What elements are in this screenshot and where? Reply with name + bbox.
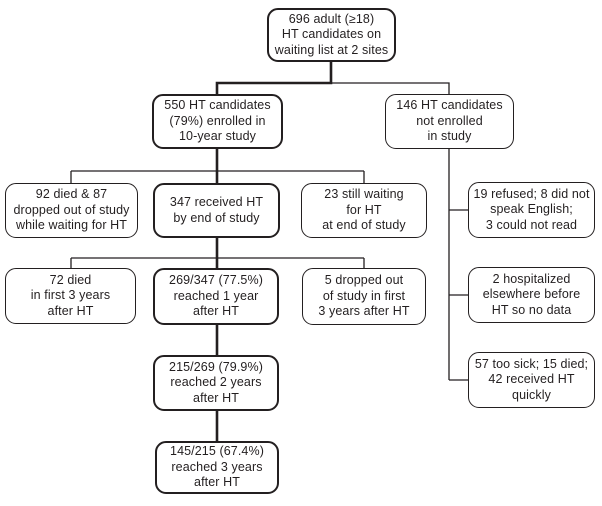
node-too-sick: 57 too sick; 15 died; 42 received HT qui… <box>468 352 595 408</box>
node-died-3-years: 72 died in first 3 years after HT <box>5 268 136 324</box>
node-refused-text: 19 refused; 8 did not speak English; 3 c… <box>473 186 590 232</box>
node-reached-3-years: 145/215 (67.4%) reached 3 years after HT <box>155 441 279 494</box>
node-not-enrolled: 146 HT candidates not enrolled in study <box>385 94 514 149</box>
node-too-sick-text: 57 too sick; 15 died; 42 received HT qui… <box>474 356 589 402</box>
node-enrolled: 550 HT candidates (79%) enrolled in 10-y… <box>152 94 283 149</box>
node-reached-1-year-text: 269/347 (77.5%) reached 1 year after HT <box>169 273 263 319</box>
node-not-enrolled-text: 146 HT candidates not enrolled in study <box>396 98 503 144</box>
node-refused: 19 refused; 8 did not speak English; 3 c… <box>468 182 595 238</box>
node-reached-1-year: 269/347 (77.5%) reached 1 year after HT <box>153 268 279 325</box>
node-received-ht-text: 347 received HT by end of study <box>169 195 264 225</box>
node-total-candidates-text: 696 adult (≥18) HT candidates on waiting… <box>274 11 389 57</box>
node-hospitalized: 2 hospitalized elsewhere before HT so no… <box>468 267 595 323</box>
main-path-connectors <box>215 62 333 441</box>
node-dropped-3-years-text: 5 dropped out of study in first 3 years … <box>318 273 410 319</box>
node-reached-3-years-text: 145/215 (67.4%) reached 3 years after HT <box>170 444 264 490</box>
node-died-waiting: 92 died & 87 dropped out of study while … <box>5 183 138 238</box>
node-reached-2-years-text: 215/269 (79.9%) reached 2 years after HT <box>169 359 263 405</box>
node-still-waiting: 23 still waiting for HT at end of study <box>301 183 427 238</box>
node-enrolled-text: 550 HT candidates (79%) enrolled in 10-y… <box>164 98 271 144</box>
node-dropped-3-years: 5 dropped out of study in first 3 years … <box>302 268 426 325</box>
node-received-ht: 347 received HT by end of study <box>153 183 280 238</box>
node-hospitalized-text: 2 hospitalized elsewhere before HT so no… <box>482 271 581 317</box>
node-reached-2-years: 215/269 (79.9%) reached 2 years after HT <box>153 355 279 411</box>
node-died-3-years-text: 72 died in first 3 years after HT <box>30 272 111 318</box>
node-still-waiting-text: 23 still waiting for HT at end of study <box>322 187 406 233</box>
node-died-waiting-text: 92 died & 87 dropped out of study while … <box>13 187 130 233</box>
node-total-candidates: 696 adult (≥18) HT candidates on waiting… <box>267 8 396 62</box>
